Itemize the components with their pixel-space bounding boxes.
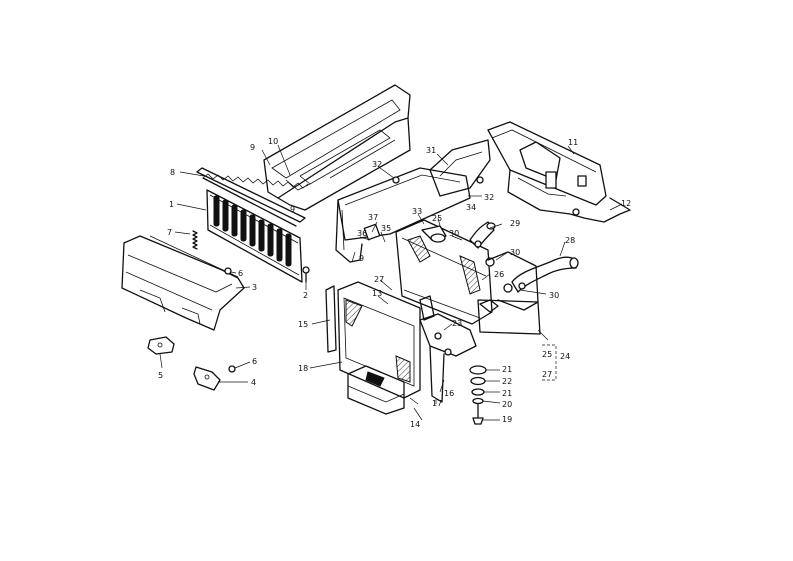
callout-30-right: 30	[549, 291, 559, 300]
callout-29: 29	[510, 219, 520, 228]
callout-labels: 8 9 10 1 9 6 3 2 5 6 4 32 31 11 32 34 12…	[158, 137, 631, 429]
callout-19: 19	[502, 415, 512, 424]
callout-bracket	[542, 344, 557, 381]
callout-14: 14	[410, 420, 420, 429]
part-spring: 7	[167, 228, 198, 250]
part-top-grille-strip	[196, 167, 309, 227]
part-lower-tray	[347, 365, 405, 415]
callout-23: 23	[452, 319, 462, 328]
callout-25-right: 25	[542, 350, 552, 359]
part-radiator-support-upper	[335, 167, 471, 263]
bolt-6-upper	[224, 267, 237, 275]
callout-1: 1	[169, 200, 174, 209]
callout-36: 36	[357, 229, 367, 238]
callout-21-lower: 21	[502, 389, 512, 398]
part-side-plate-right	[477, 251, 549, 341]
part-shroud-side	[419, 313, 477, 404]
part-side-frame-right	[487, 121, 631, 223]
callout-5: 5	[158, 371, 163, 380]
callout-32-left: 32	[372, 160, 382, 169]
part-condenser-frame	[325, 281, 421, 399]
callout-18: 18	[298, 364, 308, 373]
callout-7: 7	[167, 228, 172, 237]
callout-4: 4	[251, 378, 256, 387]
callout-30-top: 30	[449, 229, 459, 238]
part-bracket-left	[147, 336, 175, 369]
callout-11: 11	[568, 138, 578, 147]
callout-35: 35	[381, 224, 391, 233]
callout-2: 2	[303, 291, 308, 300]
callout-9-mid: 9	[359, 254, 364, 263]
part-top-cowl-panel	[261, 84, 411, 211]
callout-37: 37	[368, 213, 378, 222]
callout-22: 22	[502, 377, 512, 386]
part-front-bumper	[121, 235, 251, 331]
part-lower-hose	[503, 256, 579, 293]
callout-26: 26	[494, 270, 504, 279]
callout-34: 34	[466, 203, 476, 212]
callout-33: 33	[412, 207, 422, 216]
callout-21-upper: 21	[502, 365, 512, 374]
callout-16: 16	[444, 389, 454, 398]
part-stud	[302, 266, 310, 290]
callout-15: 15	[298, 320, 308, 329]
callout-8: 8	[170, 168, 175, 177]
part-upper-hose	[469, 221, 496, 267]
part-bracket-bottom	[193, 366, 248, 391]
callout-17: 17	[432, 399, 442, 408]
callout-28: 28	[565, 236, 575, 245]
callout-31: 31	[426, 146, 436, 155]
part-mount-stack	[469, 365, 501, 425]
callout-25-top: 25	[432, 214, 442, 223]
callout-6-upper: 6	[238, 269, 243, 278]
callout-20: 20	[502, 400, 512, 409]
callout-32-right: 32	[484, 193, 494, 202]
callout-13: 13	[372, 289, 382, 298]
callout-27-left: 27	[374, 275, 384, 284]
bolt-6-lower	[228, 361, 251, 373]
callout-9-left: 9	[290, 205, 295, 214]
part-radiator	[395, 219, 499, 325]
callout-27-right: 27	[542, 370, 552, 379]
callout-12: 12	[621, 199, 631, 208]
callout-24: 24	[560, 352, 570, 361]
callout-30-mid: 30	[510, 248, 520, 257]
part-hood-support-sheet	[392, 139, 491, 197]
callout-9-top: 9	[250, 143, 255, 152]
leader-lines	[176, 167, 566, 421]
callout-6-lower: 6	[252, 357, 257, 366]
part-front-grille	[206, 189, 303, 283]
callout-3: 3	[252, 283, 257, 292]
callout-10: 10	[268, 137, 278, 146]
